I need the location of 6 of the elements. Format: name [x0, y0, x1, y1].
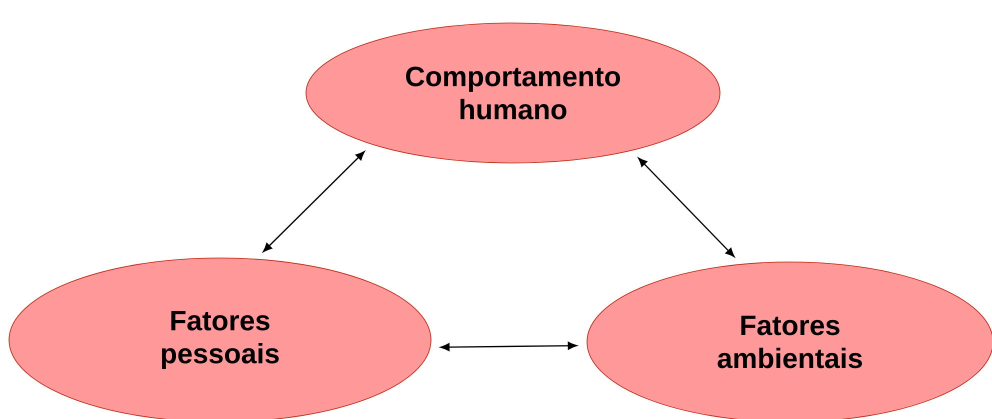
double-arrow: [638, 158, 735, 258]
ellipse-node: Comportamento humano: [306, 22, 720, 164]
ellipse-node: Fatores ambientais: [586, 262, 992, 419]
double-arrow: [440, 342, 577, 352]
double-arrow: [262, 151, 365, 252]
ellipse-node: Fatores pessoais: [8, 258, 432, 419]
